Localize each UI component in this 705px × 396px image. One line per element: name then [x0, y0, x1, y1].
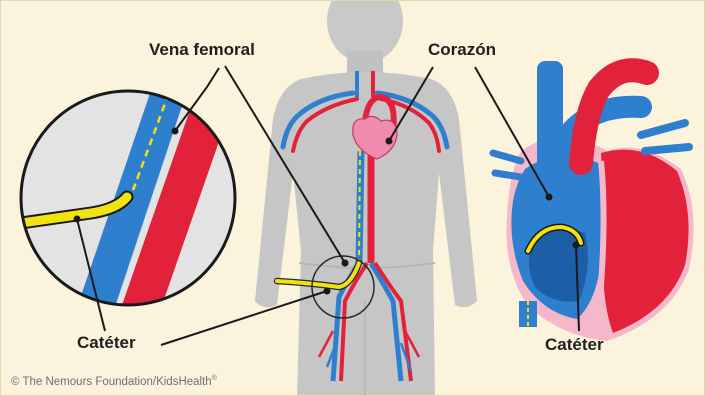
magnified-inset: [21, 61, 247, 331]
femoral-vein-label: Vena femoral: [149, 40, 255, 60]
registered-mark: ®: [212, 375, 217, 382]
heart-label: Corazón: [428, 40, 496, 60]
copyright-credit: © The Nemours Foundation/KidsHealth®: [11, 375, 217, 388]
credit-text: The Nemours Foundation/KidsHealth: [22, 376, 211, 388]
catheter-label-right: Catéter: [545, 335, 604, 355]
catheter-label-left: Catéter: [77, 333, 136, 353]
body-silhouette: [255, 1, 477, 396]
heart-cross-section: [493, 61, 694, 341]
copyright-symbol: ©: [11, 376, 19, 388]
